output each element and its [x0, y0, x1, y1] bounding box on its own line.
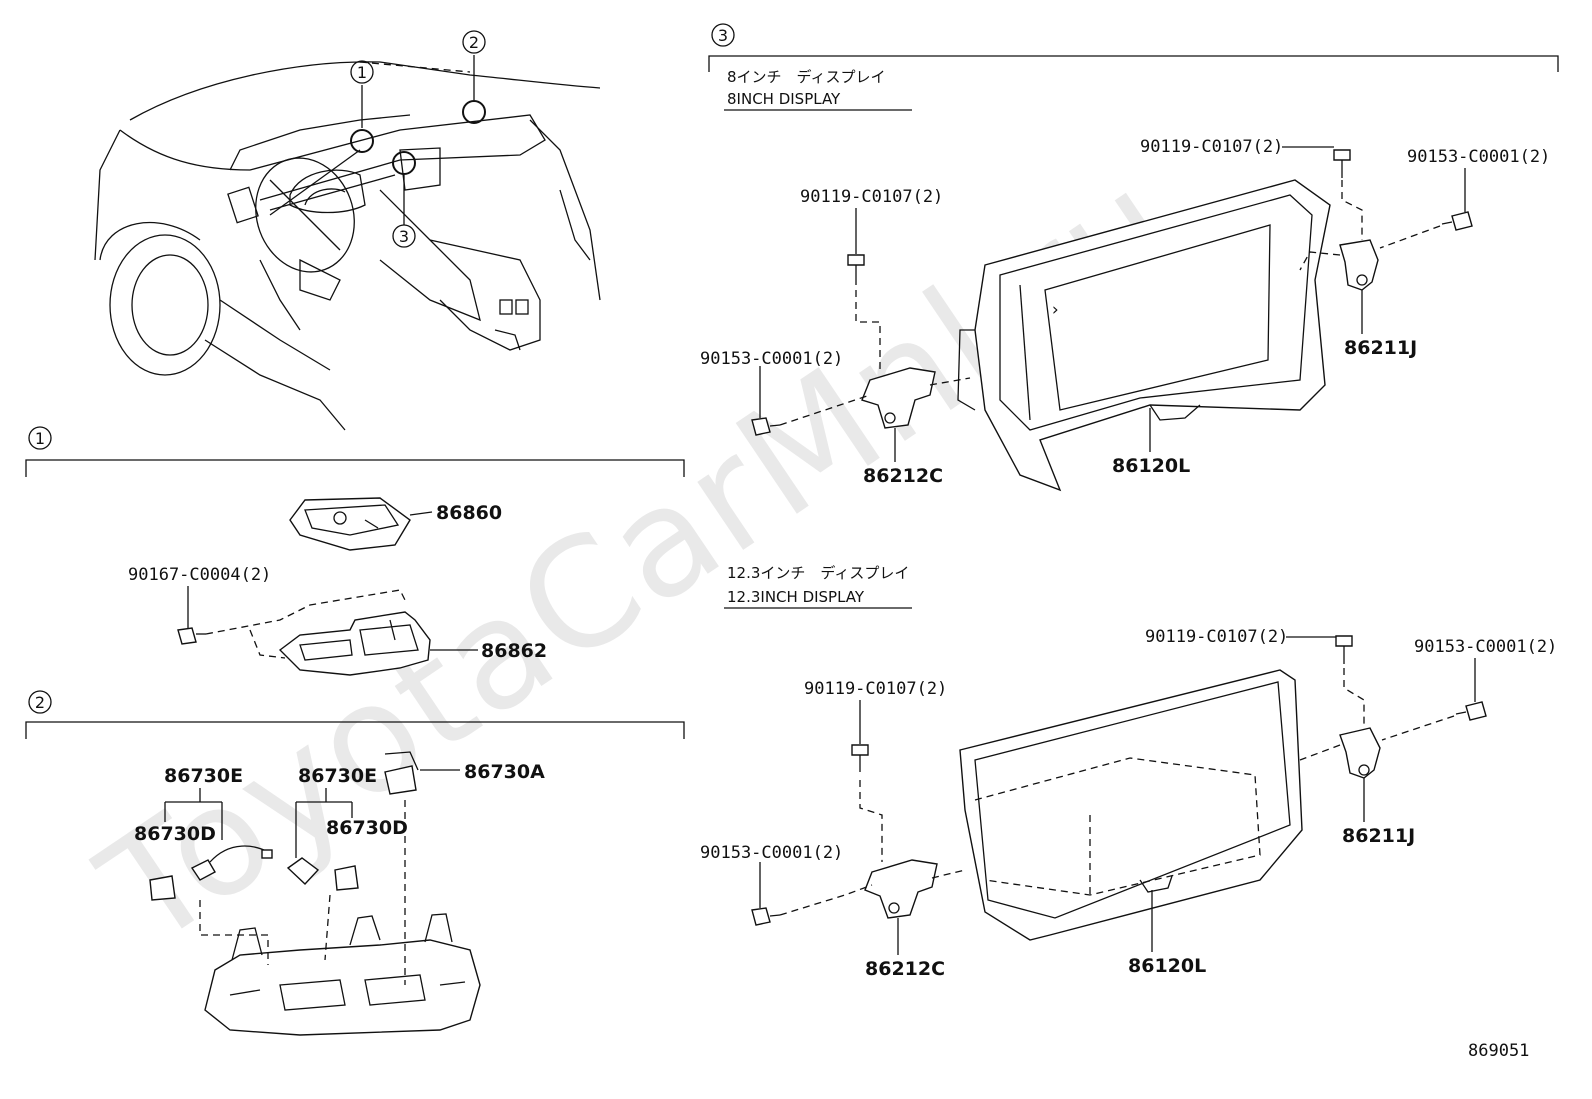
part-86211J-12inch [1339, 727, 1381, 779]
svg-text:86120L: 86120L [1112, 455, 1190, 477]
diagram-code: 869051 [1468, 1041, 1529, 1061]
bolt-90119-12-right [1335, 635, 1353, 664]
overview-callout-3: 3 [392, 151, 416, 248]
section-2: 2 86730E 86730D 86730E 86730D 86730A [25, 690, 685, 1036]
svg-text:2: 2 [35, 693, 45, 712]
svg-text:90167-C0004(2): 90167-C0004(2) [128, 565, 271, 585]
svg-text:86730E: 86730E [298, 765, 377, 787]
svg-text:86730D: 86730D [134, 823, 216, 845]
svg-text:86730E: 86730E [164, 765, 243, 787]
part-86120L-12inch [959, 669, 1303, 941]
section-1: 1 86860 86862 90167-C0004(2) [25, 426, 685, 676]
part-86211J-8inch [1339, 239, 1379, 291]
svg-text:›: › [1050, 300, 1060, 320]
bolt-90119-12-left [851, 744, 869, 772]
screw-90167 [177, 627, 206, 645]
display-12inch-group: 12.3インチ ディスプレイ 12.3INCH DISPLAY 86120L 8… [700, 564, 1557, 980]
bolt-90119-8-left [847, 254, 865, 285]
svg-text:90153-C0001(2): 90153-C0001(2) [700, 349, 843, 369]
part-86730E-mid [286, 857, 320, 885]
part-86860-module [289, 497, 411, 551]
part-overhead-housing [204, 913, 481, 1036]
svg-text:86730D: 86730D [326, 817, 408, 839]
bolt-90119-8-right [1333, 149, 1351, 178]
display12-title-en: 12.3INCH DISPLAY [727, 588, 865, 606]
svg-text:3: 3 [718, 26, 728, 45]
part-86212C-12inch [864, 859, 938, 919]
svg-text:90119-C0107(2): 90119-C0107(2) [800, 187, 943, 207]
part-86730E-left [190, 845, 273, 881]
display-8inch-group: 8インチ ディスプレイ 8INCH DISPLAY › 86120L 86212… [700, 68, 1550, 492]
section-3: 3 [708, 23, 1559, 72]
screw-90153-8-right [1441, 211, 1473, 231]
display12-title-jp: 12.3インチ ディスプレイ [727, 564, 909, 582]
display8-title-en: 8INCH DISPLAY [727, 90, 841, 108]
svg-text:90119-C0107(2): 90119-C0107(2) [1140, 137, 1283, 157]
svg-text:86212C: 86212C [863, 465, 943, 487]
part-86730A [384, 751, 419, 795]
display8-title-jp: 8インチ ディスプレイ [727, 68, 886, 86]
part-86862-bracket [278, 611, 431, 676]
screw-90153-12-left [751, 907, 781, 926]
svg-text:90153-C0001(2): 90153-C0001(2) [1407, 147, 1550, 167]
screw-90153-8-left [751, 417, 781, 436]
svg-text:1: 1 [35, 429, 45, 448]
part-86120L-8inch: › [957, 179, 1331, 492]
overview-callout-1: 1 [350, 60, 374, 153]
screw-90153-12-right [1455, 701, 1487, 721]
svg-text:2: 2 [469, 33, 479, 52]
svg-text:86730A: 86730A [464, 761, 545, 783]
svg-text:86120L: 86120L [1128, 955, 1206, 977]
svg-text:86212C: 86212C [865, 958, 945, 980]
part-86730D-mid [334, 865, 359, 891]
svg-text:1: 1 [357, 63, 367, 82]
svg-text:90119-C0107(2): 90119-C0107(2) [1145, 627, 1288, 647]
svg-text:3: 3 [399, 227, 409, 246]
overview-illustration [94, 55, 601, 431]
part-86730D-left [149, 875, 176, 901]
svg-text:90119-C0107(2): 90119-C0107(2) [804, 679, 947, 699]
svg-text:86862: 86862 [481, 640, 547, 662]
svg-text:86211J: 86211J [1344, 337, 1417, 359]
svg-text:90153-C0001(2): 90153-C0001(2) [700, 843, 843, 863]
overview-callout-2: 2 [462, 30, 486, 124]
svg-text:86860: 86860 [436, 502, 502, 524]
svg-text:86211J: 86211J [1342, 825, 1415, 847]
svg-text:90153-C0001(2): 90153-C0001(2) [1414, 637, 1557, 657]
part-86212C-8inch [861, 367, 936, 429]
